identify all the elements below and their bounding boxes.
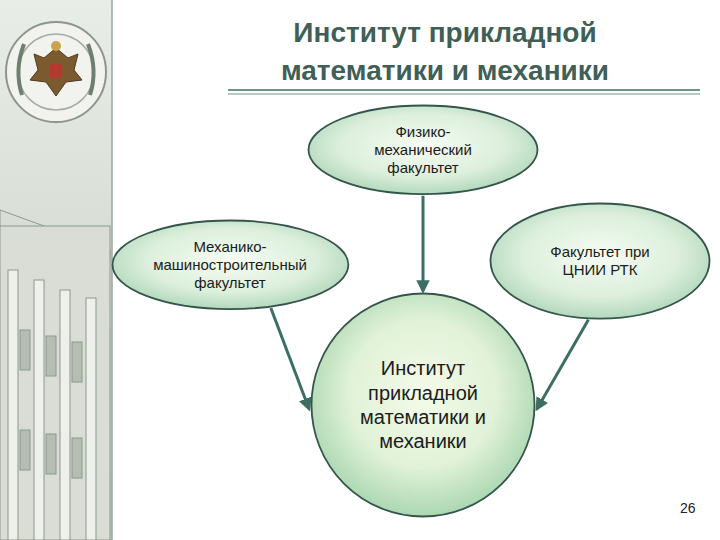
arrow-connector: [422, 196, 425, 291]
node-ellipse: [312, 294, 535, 517]
faculty-ellipse: Механико- машиностроительный факультет: [111, 219, 350, 311]
arrow-connector: [537, 320, 588, 409]
slide-number: 26: [680, 500, 696, 516]
side-strip: [0, 0, 112, 540]
title-rule: [228, 94, 700, 95]
building-illustration: [0, 210, 110, 540]
node-label: Физико- механический факультет: [364, 123, 482, 178]
faculty-ellipse: Факультет при ЦНИИ РТК: [489, 202, 711, 320]
result-circle: Институт прикладной математики и механик…: [310, 292, 536, 518]
arrow-connector: [271, 308, 309, 409]
node-label: Механико- машиностроительный факультет: [145, 238, 315, 293]
node-outline: [310, 292, 536, 518]
node-ellipse: [309, 106, 538, 195]
node-label: Факультет при ЦНИИ РТК: [544, 243, 656, 280]
node-ellipse: [491, 203, 710, 318]
slide-title: Институт прикладной математики и механик…: [235, 14, 655, 90]
title-rule: [228, 89, 700, 91]
faculty-ellipse: Физико- механический факультет: [307, 104, 539, 196]
university-emblem: [6, 22, 106, 122]
node-ellipse: [112, 221, 348, 310]
node-label: Институт прикладной математики и механик…: [353, 356, 493, 454]
